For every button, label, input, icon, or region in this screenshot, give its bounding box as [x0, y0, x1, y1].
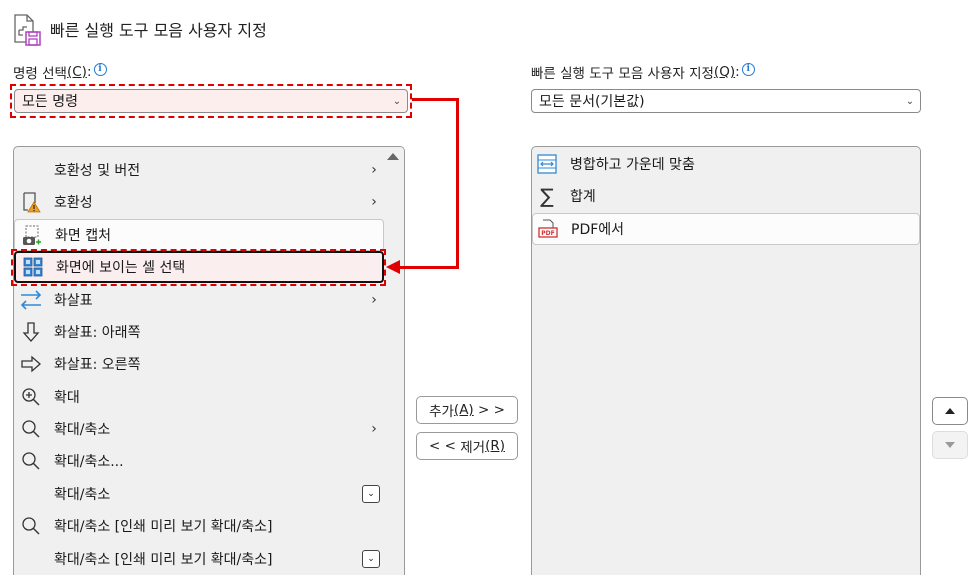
label-text: 빠른 실행 도구 모음 사용자 지정: [531, 66, 714, 82]
item-label: 확대/축소: [54, 422, 111, 438]
choose-commands-select[interactable]: 모든 명령 ⌄: [14, 89, 408, 113]
item-label: 병합하고 가운데 맞춤: [570, 157, 695, 173]
accel-key: (Q): [713, 64, 736, 80]
triangle-up-icon: [945, 408, 955, 414]
select-value: 모든 문서(기본값): [539, 94, 645, 110]
item-label: PDF에서: [571, 222, 625, 238]
list-item[interactable]: 호환성 ›: [14, 186, 384, 218]
scrollbar[interactable]: [382, 147, 404, 575]
annotation-arrowhead-icon: [386, 260, 400, 274]
info-icon[interactable]: i: [741, 62, 755, 76]
select-value: 모든 명령: [22, 94, 78, 110]
accel-key: (R): [485, 438, 505, 454]
move-down-button[interactable]: [932, 431, 968, 459]
list-item[interactable]: PDF PDF에서: [532, 213, 920, 245]
chevron-down-icon: ⌄: [905, 95, 915, 107]
list-item[interactable]: 화살표 ›: [14, 284, 384, 316]
choose-commands-label: 명령 선택 (C) : i: [13, 62, 107, 82]
accel-key: (C): [66, 64, 87, 80]
item-label: 화살표: [54, 293, 93, 309]
blank-icon: [20, 159, 42, 181]
button-prefix: < <: [429, 438, 461, 454]
add-button[interactable]: 추가(A) > >: [416, 396, 518, 424]
list-item[interactable]: 병합하고 가운데 맞춤: [532, 148, 920, 180]
button-label: 제거: [460, 440, 486, 456]
commands-list[interactable]: 호환성 및 버전 › 호환성 › 화면 캡처: [13, 146, 405, 575]
list-item[interactable]: 화살표: 오른쪽: [14, 348, 384, 380]
search-icon: [20, 515, 42, 537]
annotation-connector: [398, 266, 459, 269]
item-label: 호환성: [54, 195, 93, 211]
dialog-title: 빠른 실행 도구 모음 사용자 지정: [50, 21, 267, 40]
chevron-right-icon: ›: [371, 162, 377, 178]
item-label: 합계: [570, 189, 596, 205]
list-item[interactable]: 확대/축소 ⌄: [14, 478, 384, 510]
list-item-selected[interactable]: 화면에 보이는 셀 선택: [14, 251, 384, 283]
svg-text:PDF: PDF: [541, 230, 554, 237]
list-item[interactable]: 확대/축소 [인쇄 미리 보기 확대/축소] ⌄: [14, 543, 384, 575]
arrow-right-icon: [20, 353, 42, 375]
triangle-down-icon: [945, 442, 955, 448]
accel-key: (A): [453, 402, 474, 418]
sum-icon: ∑: [540, 184, 554, 208]
list-item[interactable]: 화살표: 아래쪽: [14, 316, 384, 348]
search-icon: [20, 450, 42, 472]
chevron-right-icon: ›: [371, 421, 377, 437]
arrow-down-icon: [20, 321, 42, 343]
item-label: 호환성 및 버전: [54, 163, 141, 179]
customize-toolbar-label: 빠른 실행 도구 모음 사용자 지정 (Q) : i: [531, 62, 755, 82]
blank-icon: [20, 548, 42, 570]
zoom-in-icon: [20, 386, 42, 408]
label-suffix: :: [735, 64, 740, 80]
list-item[interactable]: 확대/축소 ›: [14, 413, 384, 445]
annotation-connector: [412, 98, 459, 101]
button-label: 추가: [429, 404, 454, 420]
button-suffix: > >: [473, 402, 505, 418]
item-label: 화살표: 오른쪽: [54, 357, 141, 373]
item-label: 확대/축소...: [54, 454, 124, 470]
screen-capture-icon: [21, 224, 43, 246]
item-label: 확대/축소: [54, 487, 111, 503]
move-up-button[interactable]: [932, 397, 968, 425]
compatibility-warning-icon: [20, 191, 42, 213]
pdf-icon: PDF: [537, 218, 559, 240]
remove-button[interactable]: < < 제거(R): [416, 432, 518, 460]
item-label: 화면 캡처: [55, 228, 111, 244]
dropdown-chevron-icon[interactable]: ⌄: [362, 550, 380, 568]
list-item[interactable]: 확대/축소 [인쇄 미리 보기 확대/축소]: [14, 510, 384, 542]
label-text: 명령 선택: [13, 66, 67, 82]
merge-center-icon: [536, 153, 558, 175]
info-icon[interactable]: i: [93, 62, 107, 76]
dialog-header: 빠른 실행 도구 모음 사용자 지정: [12, 12, 267, 46]
list-item[interactable]: 확대: [14, 381, 384, 413]
label-suffix: :: [86, 64, 92, 80]
list-item[interactable]: 화면 캡처: [14, 219, 384, 251]
customize-toolbar-icon: [12, 12, 46, 46]
toolbar-commands-list[interactable]: 병합하고 가운데 맞춤 ∑ 합계 PDF PDF에서: [531, 146, 921, 575]
item-label: 확대/축소 [인쇄 미리 보기 확대/축소]: [54, 552, 273, 568]
arrows-icon: [20, 289, 42, 311]
customize-toolbar-select[interactable]: 모든 문서(기본값) ⌄: [531, 89, 921, 113]
list-item[interactable]: ∑ 합계: [532, 180, 920, 212]
annotation-connector: [456, 98, 459, 269]
chevron-down-icon: ⌄: [392, 95, 402, 107]
item-label: 확대: [54, 390, 80, 406]
chevron-right-icon: ›: [371, 292, 377, 308]
list-item[interactable]: 호환성 및 버전 ›: [14, 154, 384, 186]
dropdown-chevron-icon[interactable]: ⌄: [362, 485, 380, 503]
blank-icon: [20, 483, 42, 505]
chevron-right-icon: ›: [371, 194, 377, 210]
list-item[interactable]: 확대/축소...: [14, 445, 384, 477]
select-visible-cells-icon: [22, 256, 44, 278]
item-label: 화살표: 아래쪽: [54, 325, 141, 341]
search-icon: [20, 418, 42, 440]
item-label: 확대/축소 [인쇄 미리 보기 확대/축소]: [54, 519, 273, 535]
scroll-up-arrow-icon[interactable]: [387, 153, 399, 160]
item-label: 화면에 보이는 셀 선택: [56, 260, 186, 276]
